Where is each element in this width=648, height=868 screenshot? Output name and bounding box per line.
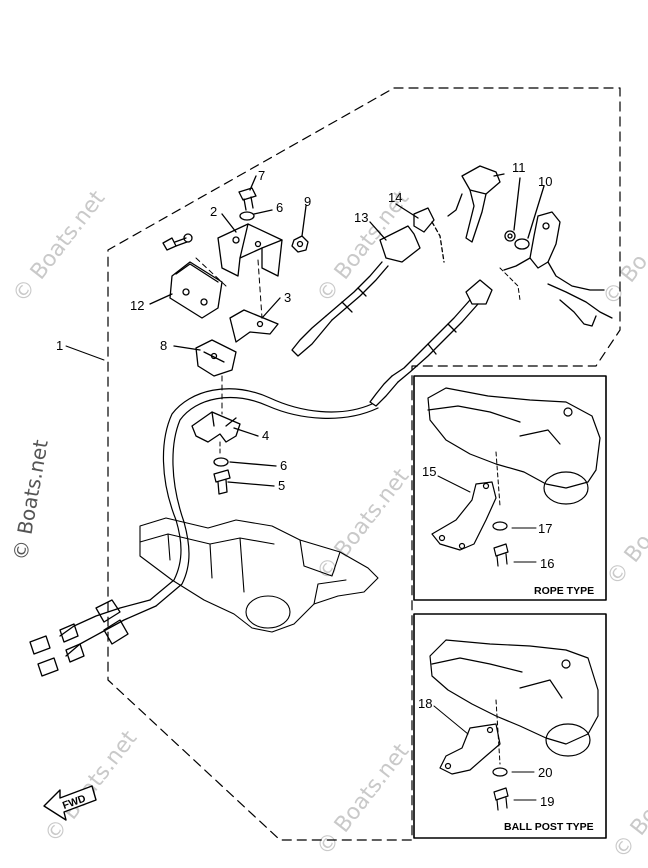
callout-19: 19 <box>540 794 554 809</box>
cable-ends-lower <box>29 599 157 677</box>
callout-4: 4 <box>262 428 269 443</box>
inset-ball-post-type-label: BALL POST TYPE <box>504 821 594 833</box>
clip-14 <box>413 207 445 263</box>
inset-rope-type-label: ROPE TYPE <box>534 585 594 597</box>
callout-9: 9 <box>304 194 311 209</box>
callout-16: 16 <box>540 556 554 571</box>
bolt-5 <box>213 469 231 495</box>
callout-10: 10 <box>538 174 552 189</box>
bracket-4 <box>191 411 241 443</box>
inset-ball-post-type <box>413 613 607 839</box>
bracket-8 <box>195 339 237 377</box>
callout-11: 11 <box>512 160 526 175</box>
assembly-outline <box>107 87 621 841</box>
cable-end-upper <box>369 279 493 407</box>
callout-5: 5 <box>278 478 285 493</box>
cable-loop <box>149 388 373 601</box>
callout-14: 14 <box>388 190 402 205</box>
fwd-arrow <box>43 785 97 821</box>
bracket-3 <box>229 309 279 343</box>
plate-12 <box>169 261 223 319</box>
callout-6-upper: 6 <box>276 200 283 215</box>
cable-13 <box>291 225 421 357</box>
bracket-2 <box>217 223 283 277</box>
washer-6 <box>239 211 255 221</box>
engine-housing <box>139 517 379 633</box>
washer-6-lower <box>213 457 229 467</box>
callout-15: 15 <box>422 464 436 479</box>
callout-6-lower: 6 <box>280 458 287 473</box>
callout-18: 18 <box>418 696 432 711</box>
inset-rope-type <box>413 375 607 601</box>
lever-linkage <box>447 165 613 327</box>
callout-2: 2 <box>210 204 217 219</box>
callout-20: 20 <box>538 765 552 780</box>
collar-10 <box>514 238 530 250</box>
callout-3: 3 <box>284 290 291 305</box>
callout-12: 12 <box>130 298 144 313</box>
callout-17: 17 <box>538 521 552 536</box>
bushing-11 <box>504 230 516 242</box>
callout-1: 1 <box>56 338 63 353</box>
callout-13: 13 <box>354 210 368 225</box>
bolt-small <box>162 233 193 251</box>
callout-8: 8 <box>160 338 167 353</box>
callout-7: 7 <box>258 168 265 183</box>
fwd-label: FWD <box>61 792 88 812</box>
bolt-7 <box>238 187 257 211</box>
